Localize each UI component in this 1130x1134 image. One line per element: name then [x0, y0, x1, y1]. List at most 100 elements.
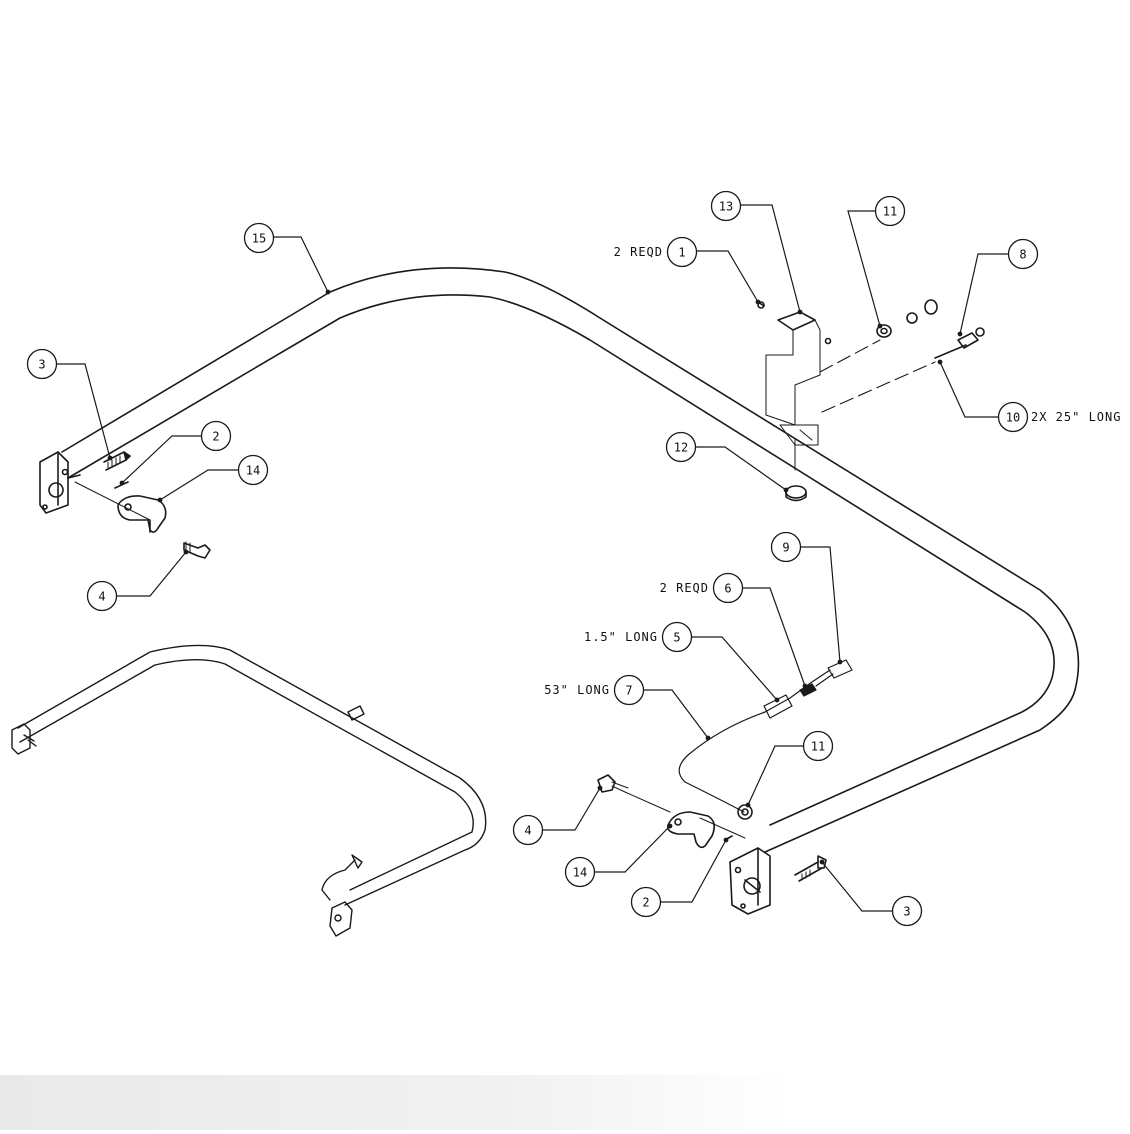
- callout-circle: [770, 531, 802, 563]
- leader-c5: [692, 636, 778, 701]
- leader-tip-c3a: [107, 455, 113, 461]
- leader-c2a: [121, 435, 201, 484]
- callout-prefix-label: 2 REQD: [660, 581, 709, 595]
- callout-number: 3: [38, 358, 45, 372]
- leader-c12: [696, 446, 787, 491]
- leader-c1: [697, 250, 759, 303]
- callout-number: 11: [883, 205, 897, 219]
- callout-circle: [86, 580, 118, 612]
- callout-circle: [630, 886, 662, 918]
- callout-number: 3: [903, 905, 910, 919]
- leader-tip-c1: [755, 299, 761, 305]
- leader-c4b: [543, 787, 601, 831]
- connector-8: [934, 327, 985, 359]
- callout-c2a: 2: [200, 420, 232, 452]
- callout-number: 8: [1019, 248, 1026, 262]
- leader-tip-c12: [783, 487, 789, 493]
- callout-circle: [666, 236, 698, 268]
- callout-c2b: 2: [630, 886, 662, 918]
- callout-number: 7: [625, 684, 632, 698]
- callout-c5: 5 1.5" LONG: [584, 621, 693, 653]
- callout-c6: 62 REQD: [660, 572, 744, 604]
- callout-number: 2: [212, 430, 219, 444]
- cap-12: [785, 485, 807, 502]
- leader-c4a: [117, 551, 187, 597]
- callout-circle: [243, 222, 275, 254]
- main-rail: [61, 267, 1080, 853]
- leader-c6: [743, 587, 806, 687]
- leader-tip-c7: [705, 735, 711, 741]
- leader-tip-c9: [837, 659, 843, 665]
- callout-c8: 8: [1007, 238, 1039, 270]
- callout-number: 1: [678, 246, 685, 260]
- callout-number: 5: [673, 631, 680, 645]
- callout-number: 12: [674, 441, 688, 455]
- callout-circle: [613, 674, 645, 706]
- mount-bracket: [757, 301, 832, 471]
- bolt-3-left: [103, 451, 131, 471]
- leader-tip-c11b: [745, 802, 751, 808]
- leader-c10: [939, 361, 998, 418]
- callout-c12: 12: [665, 431, 697, 463]
- callout-c9: 9: [770, 531, 802, 563]
- leader-c2b: [661, 839, 727, 903]
- leader-c14b: [595, 825, 671, 873]
- leader-tip-c4b: [597, 785, 603, 791]
- callout-number: 15: [252, 232, 266, 246]
- leader-c3a: [57, 363, 111, 459]
- leader-tip-c8: [957, 331, 963, 337]
- callout-circle: [564, 856, 596, 888]
- leader-tip-c2a: [119, 480, 125, 486]
- bolt-4-right: [597, 774, 671, 813]
- leader-tip-c6: [802, 683, 808, 689]
- callout-number: 11: [811, 740, 825, 754]
- plate-14-right: [666, 811, 716, 849]
- callout-c15: 15: [243, 222, 275, 254]
- callout-c11b: 11: [802, 730, 834, 762]
- leader-lines: [57, 204, 1008, 912]
- leader-tip-c2b: [723, 837, 729, 843]
- leader-c9: [801, 546, 841, 663]
- pin-2-left: [74, 481, 151, 521]
- callout-c3a: 3: [26, 348, 58, 380]
- callout-number: 14: [573, 866, 587, 880]
- leader-c3b: [821, 861, 892, 912]
- callout-number: 4: [98, 590, 105, 604]
- callout-circle: [712, 572, 744, 604]
- callout-number: 4: [524, 824, 531, 838]
- bolt-4-left: [183, 541, 211, 559]
- callout-circle: [1007, 238, 1039, 270]
- leader-tip-c11a: [877, 323, 883, 329]
- callout-c7: 753" LONG: [544, 674, 645, 706]
- leader-c8: [959, 253, 1008, 335]
- leader-c11b: [747, 745, 803, 806]
- bushing-11-lower: [737, 804, 753, 820]
- callout-c14b: 14: [564, 856, 596, 888]
- pin-2-right: [699, 817, 746, 841]
- callout-circle: [997, 401, 1029, 433]
- leader-tip-c15: [325, 289, 331, 295]
- leader-tip-c10: [937, 359, 943, 365]
- left-end-bracket: [39, 451, 81, 514]
- callout-number: 2: [642, 896, 649, 910]
- callout-c13: 13: [710, 190, 742, 222]
- leader-c7: [644, 689, 709, 739]
- callout-circle: [710, 190, 742, 222]
- callout-c4a: 4: [86, 580, 118, 612]
- dashed-axes: [819, 339, 936, 413]
- leader-tip-c14a: [157, 497, 163, 503]
- callout-prefix-label: 1.5" LONG: [584, 630, 658, 644]
- callout-number: 9: [782, 541, 789, 555]
- leader-c13: [741, 204, 801, 313]
- callout-c1: 12 REQD: [614, 236, 698, 268]
- callout-circle: [661, 621, 693, 653]
- callout-c4b: 4: [512, 814, 544, 846]
- callout-circle: [891, 895, 923, 927]
- leader-c15: [274, 236, 329, 293]
- callout-number: 14: [246, 464, 260, 478]
- callout-circle: [512, 814, 544, 846]
- bottom-shadow: [0, 1075, 1130, 1130]
